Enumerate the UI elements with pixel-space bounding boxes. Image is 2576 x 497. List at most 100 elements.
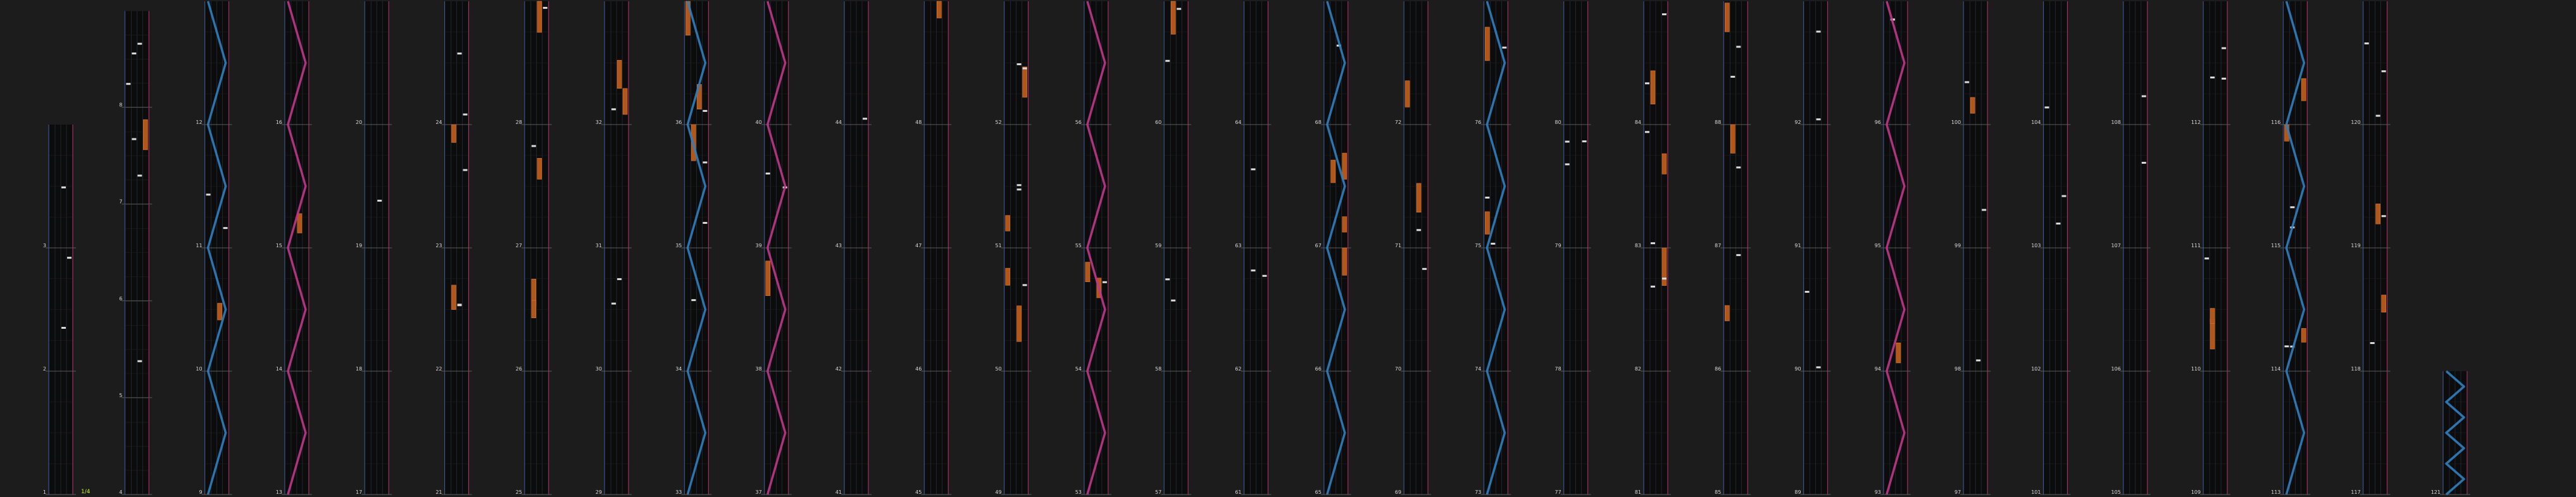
measure-number: 39 [756,243,762,248]
tap-note [61,186,66,188]
measure-19 [361,125,392,248]
tap-note [1262,274,1267,277]
measure-number: 44 [835,120,842,125]
laser-path [287,1,307,495]
measure-number: 19 [356,243,362,248]
measure-12 [201,1,232,125]
tap-note [1422,267,1427,270]
measure-108 [2120,1,2151,125]
measure-22 [441,248,472,372]
measure-number: 5 [119,393,122,398]
measure-46 [921,248,952,372]
hold-note [2375,204,2380,224]
hold-note [451,124,456,143]
hold-note [616,59,622,89]
measure-number: 41 [835,489,842,495]
tap-note [703,109,708,112]
measure-64 [1241,1,1272,125]
measure-number: 105 [2111,489,2121,495]
measure-number: 43 [835,243,842,248]
hold-note [1170,1,1176,35]
measure-number: 121 [2431,489,2441,495]
measure-number: 101 [2031,489,2041,495]
measure-110 [2200,248,2231,372]
measure-number: 49 [995,489,1001,495]
tap-note [1736,46,1741,48]
hold-note [1342,216,1347,233]
laser-path [2445,370,2465,496]
measure-115 [2280,125,2311,248]
measure-70 [1401,248,1432,372]
measure-56 [1080,1,1111,125]
measure-number: 91 [1794,243,1801,248]
measure-94 [1880,248,1911,372]
measure-78 [1560,248,1591,372]
measure-29 [601,371,632,495]
measure-number: 112 [2191,120,2201,125]
measure-number: 96 [1875,120,1881,125]
tap-note [611,302,616,305]
measure-number: 45 [915,489,922,495]
measure-number: 31 [596,243,602,248]
measure-number: 103 [2031,243,2041,248]
measure-16 [281,1,312,125]
measure-number: 36 [675,120,682,125]
measure-number: 99 [1954,243,1961,248]
measure-number: 97 [1954,489,1961,495]
measure-number: 15 [276,243,282,248]
notes-layer [61,1,2386,369]
hold-note [1725,3,1730,32]
measure-81 [1641,371,1671,495]
measure-number: 10 [196,366,202,372]
tap-note [457,304,462,306]
measure-number: 6 [119,296,122,302]
measure-69 [1401,371,1432,495]
measure-number: 16 [276,120,282,125]
measure-number: 34 [675,366,682,372]
measure-number: 53 [1075,489,1082,495]
tap-note [1016,188,1022,191]
measure-number: 25 [516,489,522,495]
measure-120 [2360,1,2391,125]
tap-note [2141,95,2146,97]
tap-note [1816,30,1821,33]
tap-note [1645,131,1649,133]
laser-path [2285,1,2306,495]
measure-number: 70 [1395,366,1401,372]
measure-number: 69 [1395,489,1401,495]
measure-53 [1080,371,1111,495]
hold-note [217,303,222,321]
hold-note [297,213,303,233]
measure-number: 82 [1635,366,1641,372]
measure-103 [2040,125,2071,248]
measure-105 [2120,371,2151,495]
measure-number: 17 [356,489,362,495]
measure-number: 80 [1555,120,1561,125]
measure-42 [841,248,872,372]
measure-number: 37 [756,489,762,495]
current-beat-label: 1/4 [81,489,91,495]
tap-note [1645,82,1649,85]
tap-note [1165,278,1170,281]
measure-4 [122,398,153,495]
hold-note [143,119,148,150]
measure-number: 113 [2271,489,2280,495]
measure-65 [1320,371,1351,495]
measure-76 [1480,1,1511,125]
tap-note [1730,75,1735,78]
measure-number: 85 [1715,489,1721,495]
measure-33 [681,371,712,495]
measure-number: 83 [1635,243,1641,248]
measure-number: 108 [2111,120,2121,125]
measure-number: 118 [2351,366,2360,372]
measure-number: 90 [1794,366,1801,372]
measure-84 [1641,1,1671,125]
measure-96 [1880,1,1911,125]
measure-41 [841,371,872,495]
tap-note [1016,184,1022,187]
measure-number: 71 [1395,243,1401,248]
tap-note [1485,197,1490,199]
hold-note [1016,305,1022,342]
measure-3 [46,125,76,248]
